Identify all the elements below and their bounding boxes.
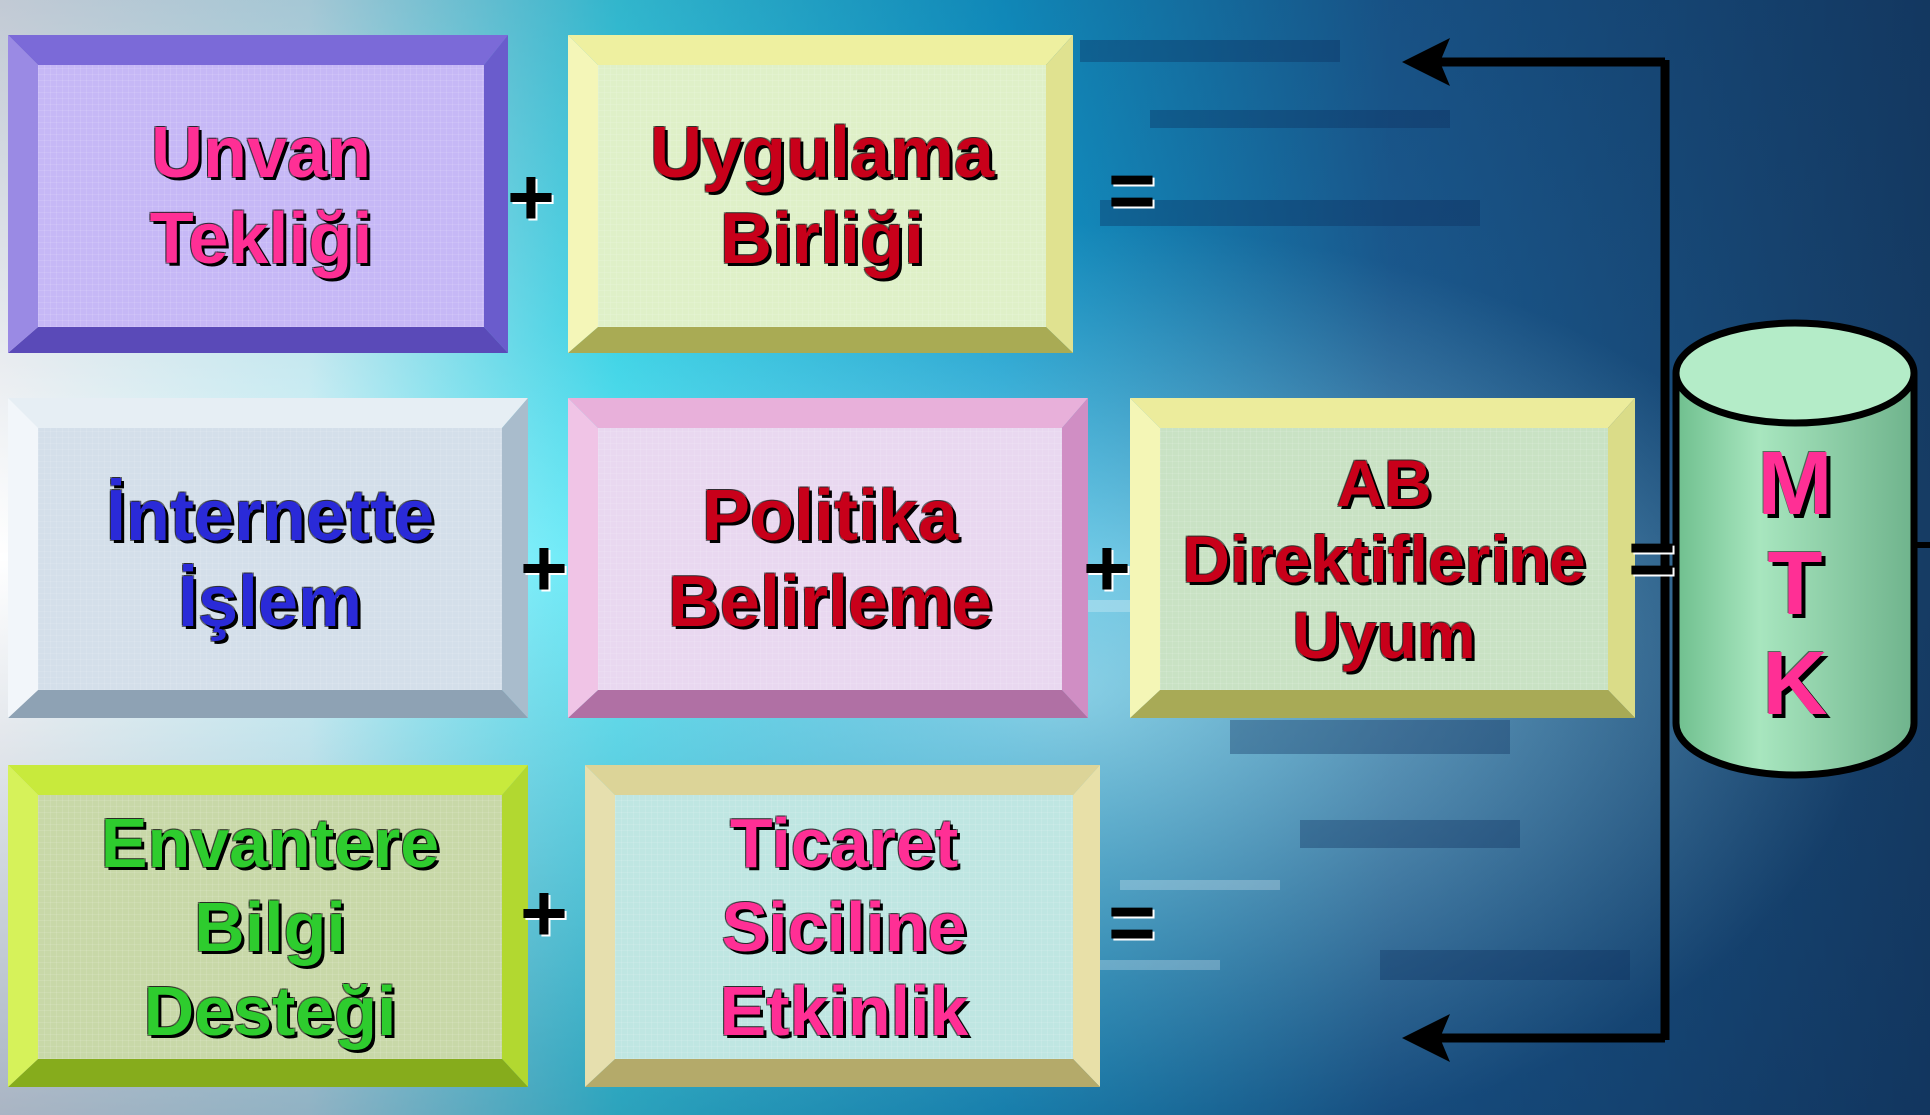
box-label-line: Birliği bbox=[719, 199, 924, 279]
bevel-frame bbox=[585, 765, 1100, 1087]
box-label-line: Etkinlik bbox=[719, 972, 969, 1050]
box-label-line: İnternette bbox=[105, 476, 435, 556]
arrowhead-bottom bbox=[1402, 1014, 1450, 1062]
ab-direktiflerine-uyum-box: AB Direktiflerine Uyum bbox=[1130, 398, 1635, 718]
politika-belirleme-box: Politika Belirleme bbox=[568, 398, 1088, 718]
arrowhead-top bbox=[1402, 38, 1450, 86]
equals-operator: = bbox=[1628, 513, 1676, 604]
unvan-teklisi-box: Unvan Tekliği bbox=[8, 35, 508, 353]
mtk-letter: M bbox=[1757, 434, 1833, 534]
bevel-frame bbox=[8, 398, 528, 718]
box-label-line: Politika bbox=[701, 476, 959, 556]
box-label-line: Desteği bbox=[143, 972, 397, 1050]
mtk-letter: T bbox=[1767, 534, 1823, 634]
box-label-line: Direktiflerine bbox=[1182, 522, 1586, 596]
plus-operator: + bbox=[1083, 523, 1131, 614]
envantere-bilgi-destegi-box: Envantere Bilgi Desteği bbox=[8, 765, 528, 1087]
box-label-line: Uyum bbox=[1292, 598, 1476, 672]
uygulama-birligi-box: Uygulama Birliği bbox=[568, 35, 1073, 353]
box-label-line: Bilgi bbox=[194, 888, 346, 966]
plus-operator: + bbox=[520, 523, 568, 614]
bevel-frame bbox=[8, 35, 508, 353]
mtk-letter: K bbox=[1762, 634, 1828, 734]
plus-operator: + bbox=[520, 868, 568, 959]
box-label-line: Ticaret bbox=[729, 804, 959, 882]
box-label-line: Uygulama bbox=[649, 113, 995, 193]
box-label-line: Belirleme bbox=[667, 562, 993, 642]
box-label-line: AB bbox=[1336, 446, 1432, 520]
box-label-line: İşlem bbox=[177, 562, 363, 642]
plus-operator: + bbox=[507, 152, 555, 243]
bevel-frame bbox=[568, 398, 1088, 718]
bevel-frame bbox=[8, 765, 528, 1087]
equals-operator: = bbox=[1108, 145, 1156, 236]
mtk-cylinder bbox=[1672, 319, 1918, 779]
ticaret-siciline-etkinlik-box: Ticaret Siciline Etkinlik bbox=[585, 765, 1100, 1087]
box-label-line: Unvan bbox=[150, 113, 372, 193]
bevel-frame bbox=[1130, 398, 1635, 718]
box-label-line: Envantere bbox=[100, 804, 440, 882]
box-label-line: Tekliği bbox=[149, 199, 373, 279]
internette-islem-box: İnternette İşlem bbox=[8, 398, 528, 718]
box-label-line: Siciline bbox=[721, 888, 967, 966]
bevel-frame bbox=[568, 35, 1073, 353]
equals-operator: = bbox=[1108, 877, 1156, 968]
